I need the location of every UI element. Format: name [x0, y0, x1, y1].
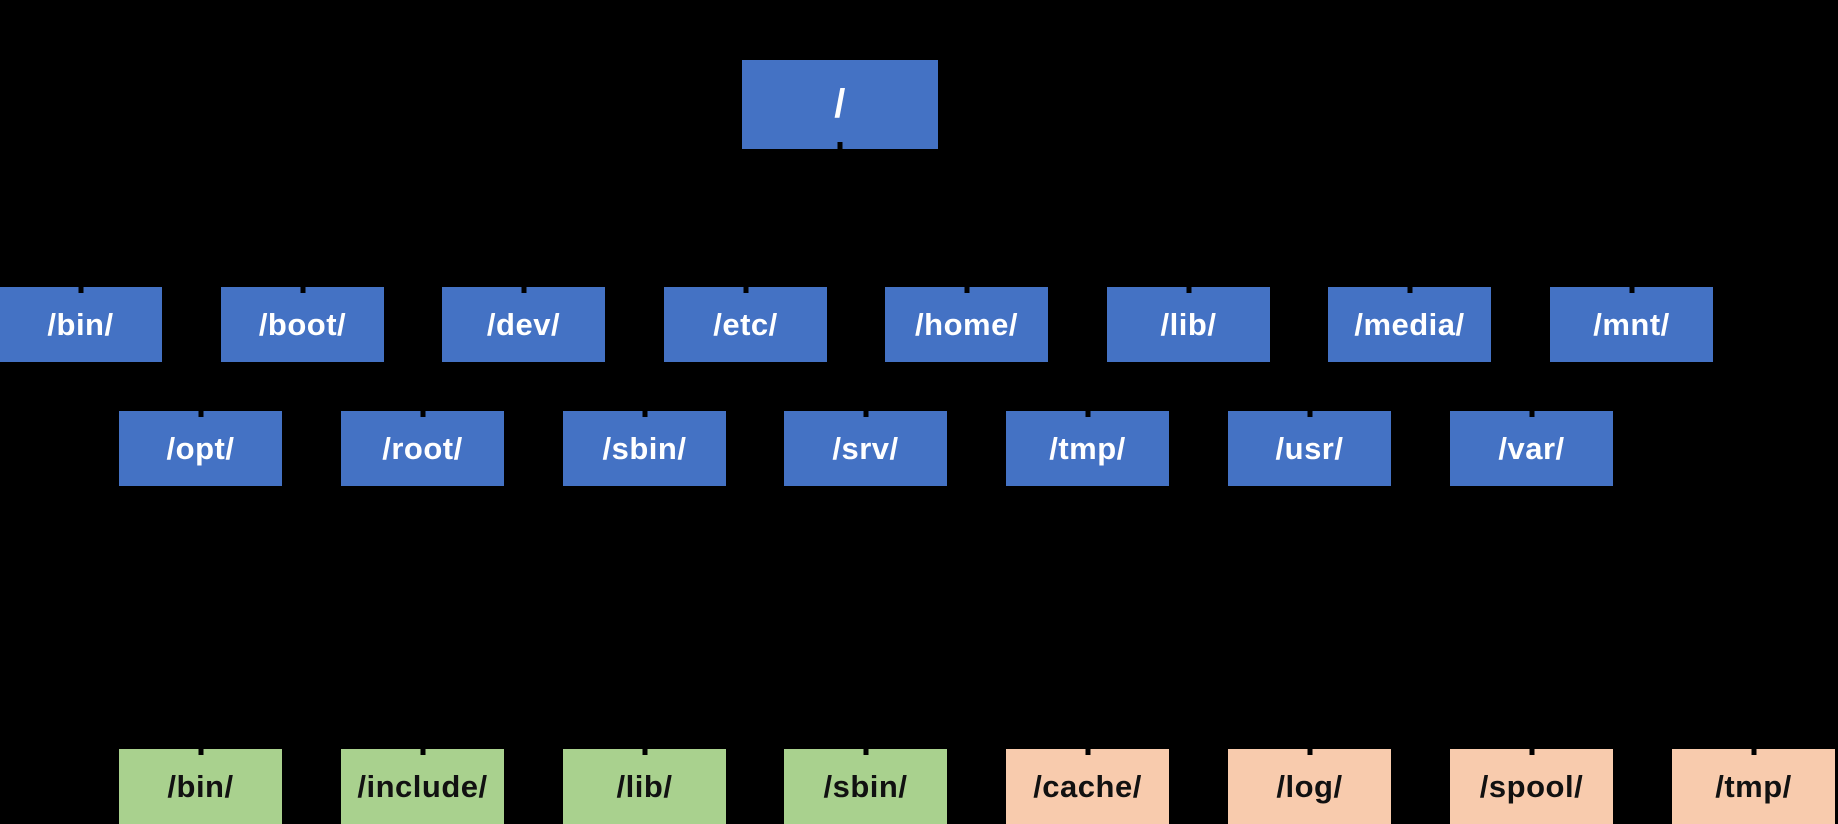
node-root: /: [742, 60, 938, 149]
node-row1-dev: /dev/: [442, 287, 605, 362]
node-row3-include: /include/: [341, 749, 504, 824]
node-row2-srv: /srv/: [784, 411, 947, 486]
node-row3-spool: /spool/: [1450, 749, 1613, 824]
node-row2-root: /root/: [341, 411, 504, 486]
node-row3-lib: /lib/: [563, 749, 726, 824]
node-row2-var: /var/: [1450, 411, 1613, 486]
node-row3-cache: /cache/: [1006, 749, 1169, 824]
node-row1-media: /media/: [1328, 287, 1491, 362]
node-row1-bin: /bin/: [0, 287, 162, 362]
node-row3-log: /log/: [1228, 749, 1391, 824]
node-row1-home: /home/: [885, 287, 1048, 362]
node-row3-bin: /bin/: [119, 749, 282, 824]
node-row3-tmp: /tmp/: [1672, 749, 1835, 824]
node-row2-usr: /usr/: [1228, 411, 1391, 486]
node-row1-etc: /etc/: [664, 287, 827, 362]
node-row2-tmp: /tmp/: [1006, 411, 1169, 486]
node-row3-sbin: /sbin/: [784, 749, 947, 824]
node-row1-mnt: /mnt/: [1550, 287, 1713, 362]
node-row1-lib: /lib/: [1107, 287, 1270, 362]
node-row1-boot: /boot/: [221, 287, 384, 362]
node-row2-sbin: /sbin/: [563, 411, 726, 486]
node-row2-opt: /opt/: [119, 411, 282, 486]
